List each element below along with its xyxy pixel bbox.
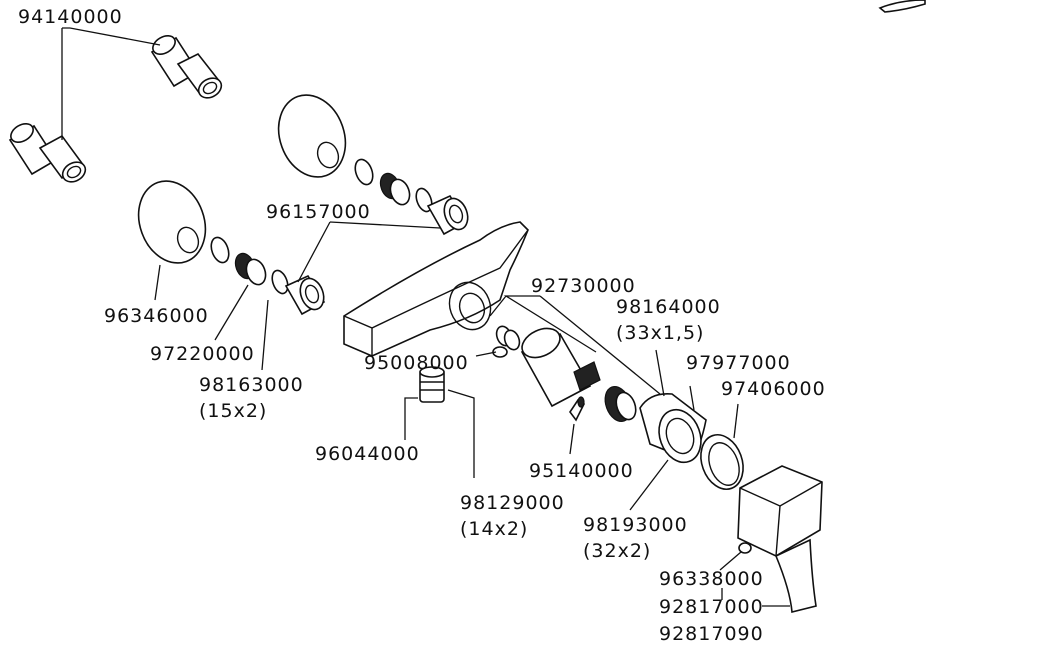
washer-upper [354, 158, 374, 186]
check-valve-upper [379, 172, 411, 206]
o-ring-lower [271, 269, 289, 295]
part-label-98129000: 98129000 [460, 492, 565, 514]
leader-lines [61, 27, 790, 607]
fitting-adapter [419, 366, 445, 403]
part-label-98163000-size: (15x2) [199, 400, 268, 422]
part-label-92730000: 92730000 [531, 275, 636, 297]
union-nut-upper [426, 194, 469, 236]
escutcheon-lower [137, 180, 207, 264]
cover-ring [700, 434, 744, 490]
part-label-96346000: 96346000 [104, 305, 209, 327]
part-label-92817090: 92817090 [659, 623, 764, 645]
screw-cap [738, 542, 752, 554]
part-label-96157000: 96157000 [266, 201, 371, 223]
connector-fitting-lower [8, 123, 87, 183]
part-label-96338000: 96338000 [659, 568, 764, 590]
part-label-98164000: 98164000 [616, 296, 721, 318]
sleeve [639, 392, 707, 464]
part-label-98164000-size: (33x1,5) [616, 322, 705, 344]
part-label-94140000: 94140000 [18, 6, 123, 28]
part-label-97406000: 97406000 [721, 378, 826, 400]
retaining-clips [492, 325, 521, 358]
connector-fitting-upper [150, 35, 223, 99]
part-label-98193000: 98193000 [583, 514, 688, 536]
part-label-97977000: 97977000 [686, 352, 791, 374]
part-label-95140000: 95140000 [529, 460, 634, 482]
thermostatic-cartridge [520, 327, 601, 408]
partial-part-top-right [878, 0, 926, 13]
check-valve-lower [234, 252, 267, 286]
part-label-98193000-size: (32x2) [583, 540, 652, 562]
part-label-97220000: 97220000 [150, 343, 255, 365]
union-nut-lower [284, 274, 326, 316]
part-label-98129000-size: (14x2) [460, 518, 529, 540]
temperature-handle [737, 465, 823, 614]
escutcheon-upper [277, 94, 347, 178]
screw [569, 396, 586, 422]
part-label-98163000: 98163000 [199, 374, 304, 396]
part-label-96044000: 96044000 [315, 443, 420, 465]
part-label-92817000: 92817000 [659, 596, 764, 618]
part-label-95008000: 95008000 [364, 352, 469, 374]
washer-lower [210, 236, 230, 264]
threaded-ring [604, 385, 637, 423]
mixer-body [343, 221, 529, 357]
